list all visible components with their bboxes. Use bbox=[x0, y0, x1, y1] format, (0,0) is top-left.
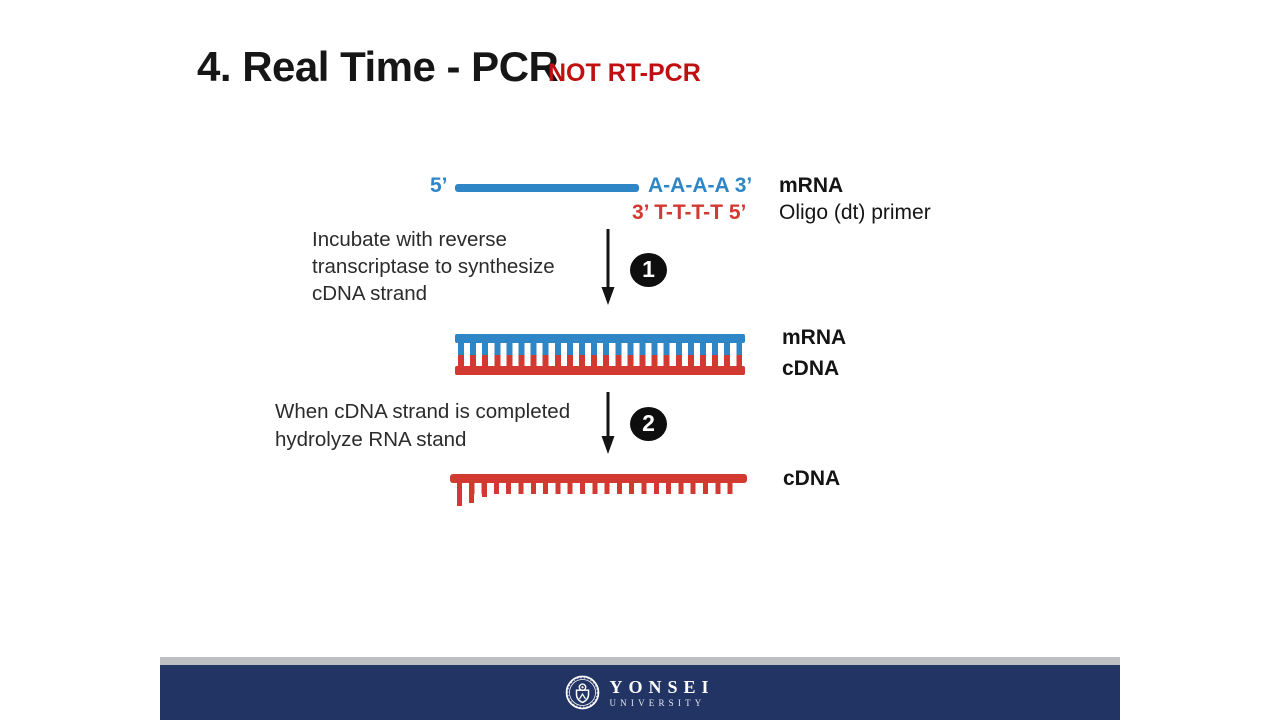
step1-line-1: Incubate with reverse bbox=[312, 228, 507, 251]
footer-bar: YONSEI UNIVERSITY bbox=[160, 665, 1120, 720]
cdna-teeth bbox=[457, 483, 737, 494]
duplex-cdna-rail bbox=[455, 366, 745, 375]
mrna-strand-line bbox=[455, 184, 639, 192]
cdna-tooth-long bbox=[469, 483, 475, 503]
row2-cdna-label: cDNA bbox=[782, 357, 840, 380]
university-logo: YONSEI UNIVERSITY bbox=[565, 675, 714, 710]
slide-title-note: NOT RT-PCR bbox=[548, 59, 701, 87]
step-1-badge: 1 bbox=[630, 253, 667, 287]
duplex-mrna-rail bbox=[455, 334, 745, 343]
poly-a-tail-label: A-A-A-A 3’ bbox=[648, 174, 753, 197]
cdna-tooth-long bbox=[481, 483, 487, 497]
yonsei-seal-icon bbox=[566, 675, 600, 710]
row3-cdna-label: cDNA bbox=[783, 467, 841, 490]
step1-line-3: cDNA strand bbox=[312, 282, 428, 305]
row1-oligo-primer-label: Oligo (dt) primer bbox=[779, 201, 931, 224]
step-2-badge: 2 bbox=[630, 407, 667, 441]
row2-mrna-label: mRNA bbox=[782, 326, 847, 349]
university-name: YONSEI bbox=[609, 676, 715, 697]
oligo-dt-sequence-label: 3’ T-T-T-T 5’ bbox=[632, 201, 747, 224]
step2-line-1: When cDNA strand is completed bbox=[275, 400, 571, 423]
arrow-down-icon bbox=[600, 227, 616, 312]
footer-accent-bar bbox=[160, 657, 1120, 665]
mrna-5prime-label: 5’ bbox=[430, 174, 448, 197]
cdna-strand bbox=[450, 474, 747, 506]
step1-description: Incubate with reverse transcriptase to s… bbox=[312, 226, 555, 307]
step2-description: When cDNA strand is completed hydrolyze … bbox=[275, 398, 570, 454]
cdna-rail bbox=[450, 474, 747, 483]
cdna-tooth-long bbox=[457, 483, 462, 506]
university-wordmark: YONSEI UNIVERSITY bbox=[609, 678, 714, 708]
duplex-mrna-teeth bbox=[458, 343, 742, 355]
step2-line-2: hydrolyze RNA stand bbox=[275, 428, 467, 451]
slide-title: 4. Real Time - PCR bbox=[197, 43, 559, 90]
duplex-cdna-teeth bbox=[458, 355, 742, 366]
step1-line-2: transcriptase to synthesize bbox=[312, 255, 555, 278]
mrna-cdna-duplex bbox=[455, 334, 745, 375]
arrow-down-icon bbox=[600, 390, 616, 461]
row1-mrna-label: mRNA bbox=[779, 174, 844, 197]
university-subtitle: UNIVERSITY bbox=[609, 697, 706, 708]
